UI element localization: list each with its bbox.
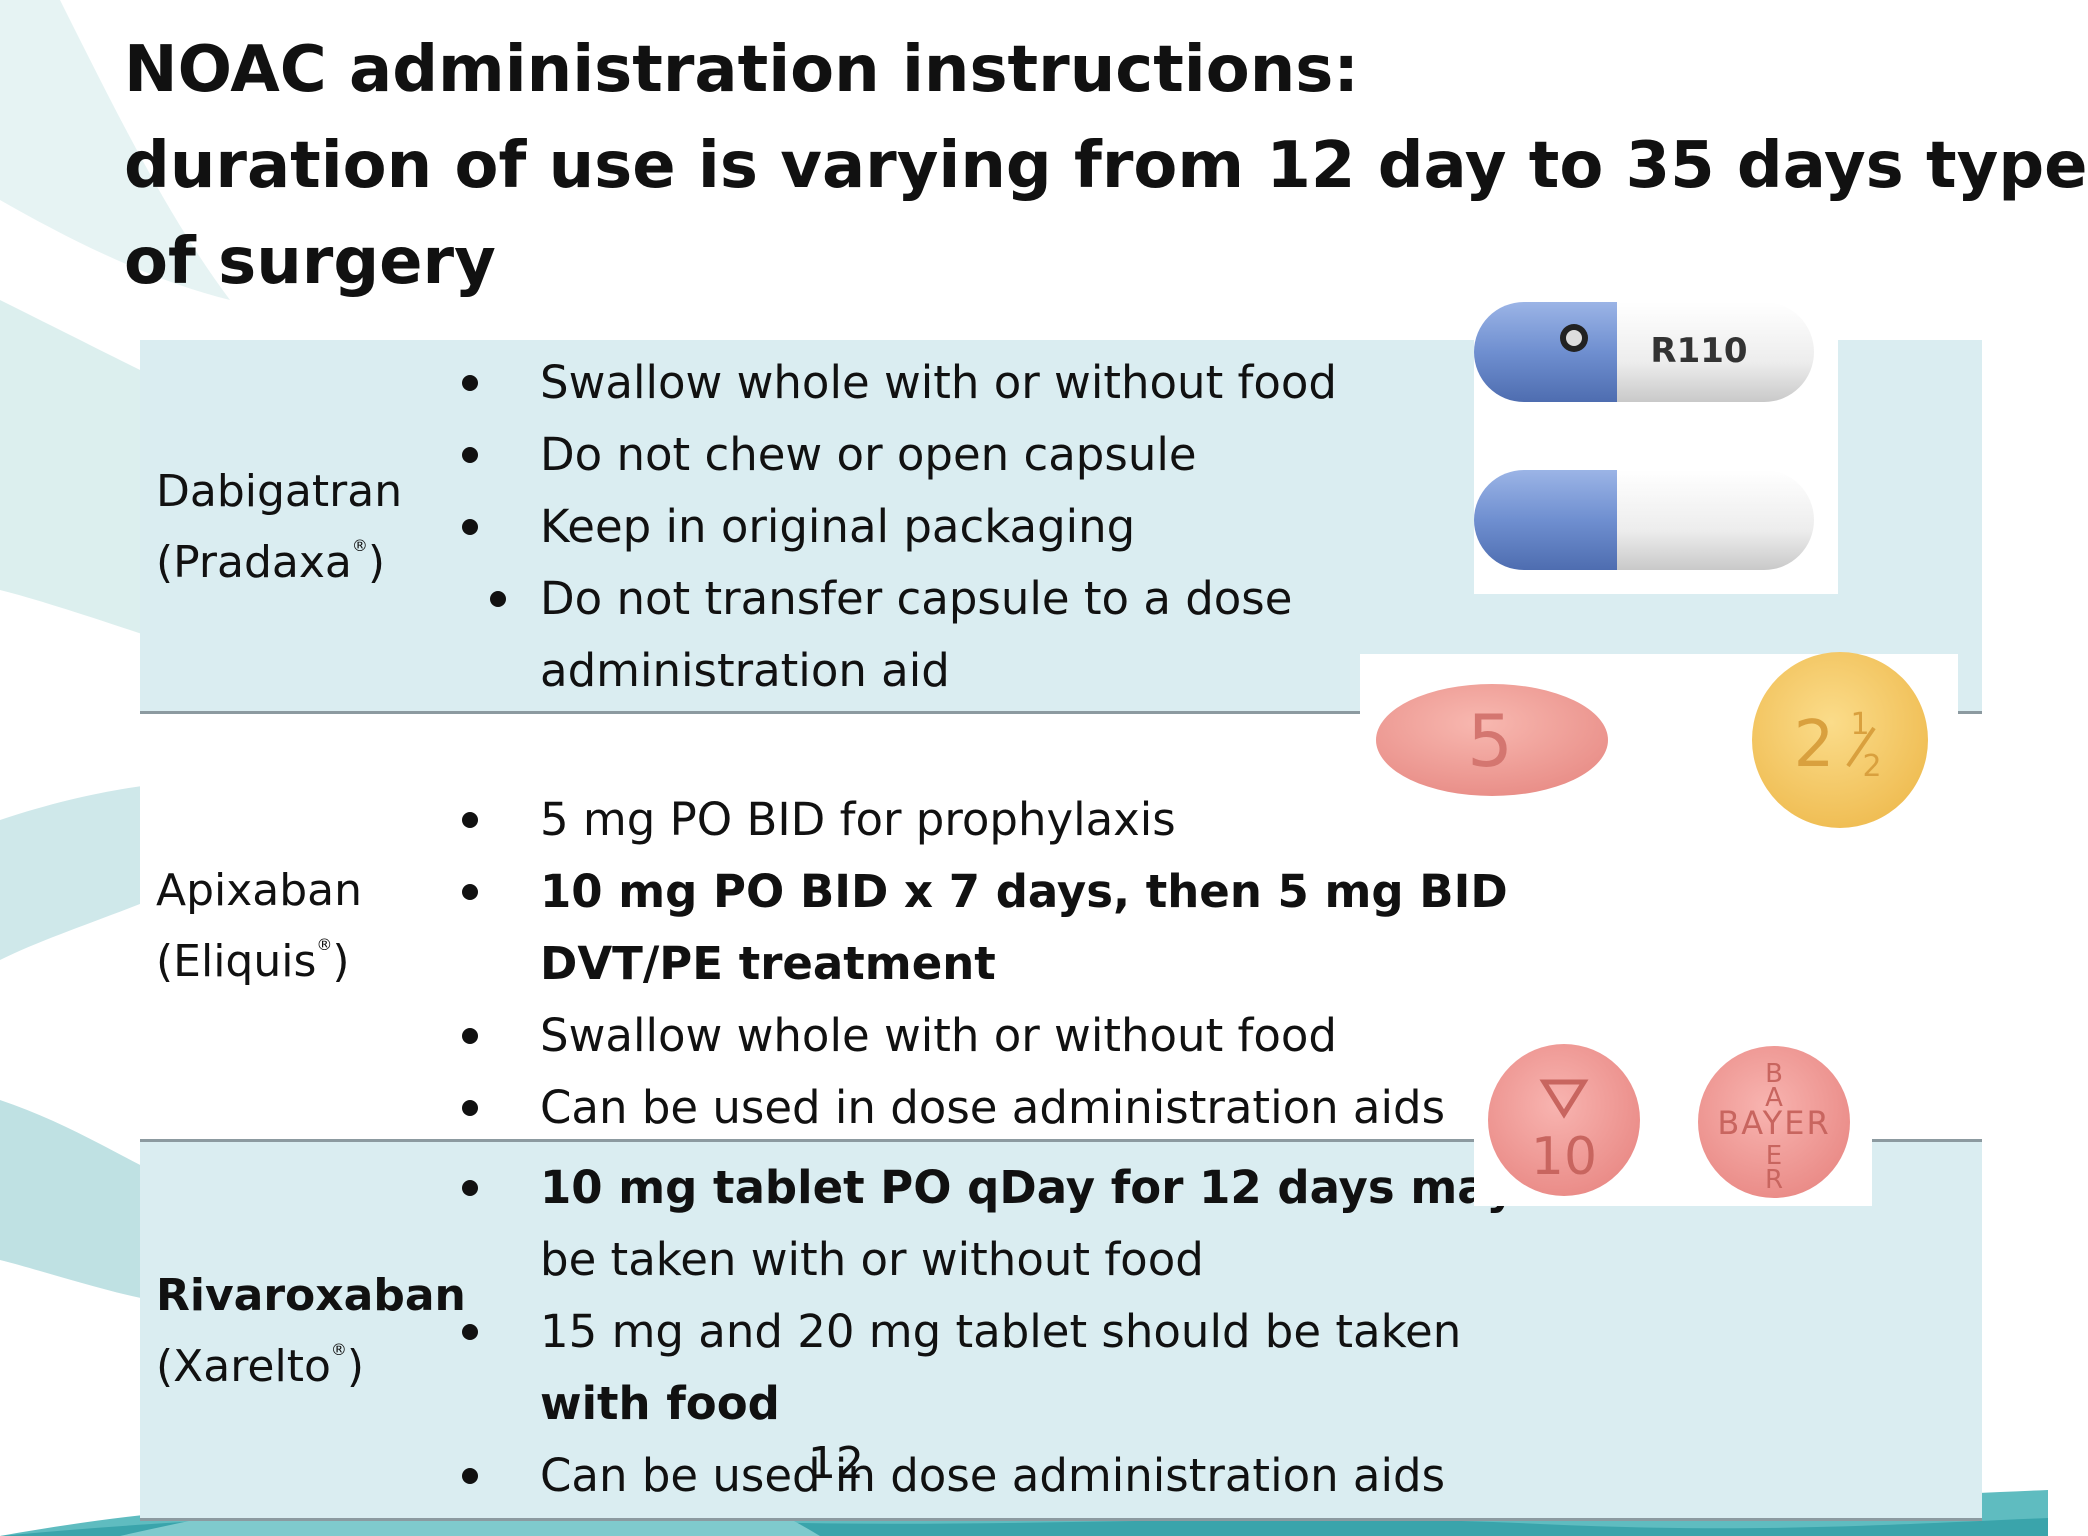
apixaban-tablets-image: 5 2 1 2 [1360,652,1958,844]
bullet-dot [462,375,478,391]
capsule-imprint: R110 [1650,331,1747,371]
instruction-text: with food [540,1377,780,1430]
triangle-icon [1539,1079,1589,1119]
drug-brand: (Xarelto®) [156,1340,365,1392]
registered-mark: ® [351,536,368,555]
bullet-dot [462,519,478,535]
drug-name: Apixaban [156,865,363,916]
bayer-logo-vertical: B [1765,1059,1783,1089]
row-divider [140,1518,1982,1521]
instruction-text: 10 mg tablet PO qDay for 12 days may [540,1161,1516,1214]
dabigatran-capsule-image: R110 [1474,290,1838,594]
bayer-logo-vertical: A [1765,1083,1783,1113]
bullet-dot [462,1468,478,1484]
capsule-top: R110 [1474,302,1814,402]
tablet-imprint: 5 [1467,699,1513,783]
apixaban-2-5mg-tablet [1752,652,1928,828]
instruction-text: Can be used in dose administration aids [540,1449,1446,1502]
drug-brand: (Eliquis®) [156,935,350,987]
apixaban-5mg-tablet [1376,684,1608,796]
registered-mark: ® [316,935,333,954]
page-number: 12 [808,1438,864,1489]
bg-swirl-left-low [0,1100,150,1300]
instruction-text: 10 mg PO BID x 7 days, then 5 mg BID [540,865,1508,918]
bullet-dot [462,1028,478,1044]
title-line-1: NOAC administration instructions: [124,33,1359,107]
slide-title: NOAC administration instructions: durati… [124,22,2088,310]
title-line-3: of surgery [124,225,496,299]
instruction-text: Do not transfer capsule to a dose [540,572,1293,625]
row-divider [140,711,1982,714]
instruction-text: 15 mg and 20 mg tablet should be taken [540,1305,1462,1358]
title-line-2: duration of use is varying from 12 day t… [124,129,2088,203]
drug-name-cell: Rivaroxaban (Xarelto®) [156,1260,466,1402]
bg-swirl-top-left [0,0,230,300]
drug-name-cell: Apixaban (Eliquis®) [156,855,362,997]
rivaroxaban-10mg-tablet [1488,1044,1640,1196]
registered-mark: ® [330,1340,347,1359]
instruction-text: 5 mg PO BID for prophylaxis [540,793,1176,846]
bayer-logo-horizontal: BAYER [1717,1104,1830,1142]
bullet-dot [490,591,506,607]
drug-name: Dabigatran [156,466,403,517]
bullet-dot [462,1324,478,1340]
bullet-dot [462,812,478,828]
drug-brand: (Pradaxa®) [156,536,386,588]
bayer-logo-vertical: R [1765,1165,1783,1195]
tablet-imprint-fraction-den: 2 [1862,749,1881,784]
instruction-text: be taken with or without food [540,1233,1204,1286]
instruction-text: Can be used in dose administration aids [540,1081,1446,1134]
bullet-dot [462,447,478,463]
capsule-bottom [1474,470,1814,570]
row-divider [140,1139,1982,1142]
bg-swirl-left-band [0,300,160,640]
bayer-logo-vertical: E [1766,1141,1782,1171]
instruction-text: administration aid [540,644,950,697]
instruction-text: Swallow whole with or without food [540,1009,1337,1062]
tablet-imprint: 2 [1794,708,1835,782]
bg-swirl-left-mid [0,785,150,960]
drug-name: Rivaroxaban [156,1270,466,1321]
rivaroxaban-tablets-image: 10 BAYER B A E R [1474,1030,1872,1206]
instruction-text: Swallow whole with or without food [540,356,1337,409]
bullet-dot [462,884,478,900]
bullet-dot [462,1100,478,1116]
instruction-text: Keep in original packaging [540,500,1136,553]
bayer-cross-tablet [1698,1046,1850,1198]
tablet-imprint-fraction-num: 1 [1850,707,1869,742]
bullet-dot [462,1180,478,1196]
instruction-text: DVT/PE treatment [540,937,996,990]
drug-name-cell: Dabigatran (Pradaxa®) [156,456,402,598]
tablet-imprint: 10 [1531,1127,1597,1187]
instruction-text: Do not chew or open capsule [540,428,1197,481]
